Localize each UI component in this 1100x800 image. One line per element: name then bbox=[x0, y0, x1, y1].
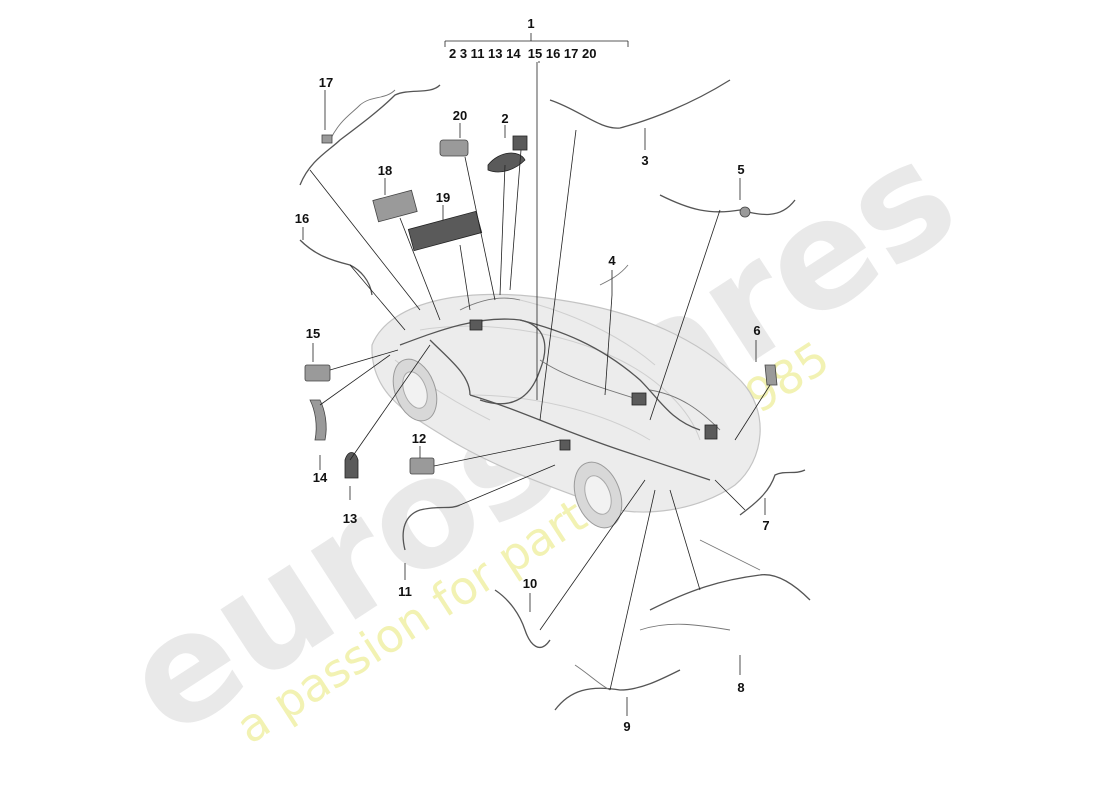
callout-1: 1 bbox=[527, 16, 534, 31]
callout-19: 19 bbox=[436, 190, 450, 205]
callout-9: 9 bbox=[623, 719, 630, 734]
callout-3: 3 bbox=[641, 153, 648, 168]
part-16-harness bbox=[299, 239, 373, 296]
callout-numbers: 2 3 4 5 6 7 8 9 10 11 12 13 14 15 16 17 … bbox=[295, 75, 770, 734]
callout-10: 10 bbox=[523, 576, 537, 591]
group-sub-numbers: 2 3 11 13 14 15 16 17 20 bbox=[449, 46, 596, 61]
part-11-harness bbox=[402, 504, 461, 551]
group-header-1: 1 2 3 11 13 14 15 16 17 20 bbox=[444, 16, 629, 400]
callout-12: 12 bbox=[412, 431, 426, 446]
callout-18: 18 bbox=[378, 163, 392, 178]
part-9-harness bbox=[554, 669, 681, 711]
part-17-harness bbox=[299, 84, 441, 186]
callout-15: 15 bbox=[306, 326, 320, 341]
callout-7: 7 bbox=[762, 518, 769, 533]
leader-lines bbox=[302, 90, 771, 716]
callout-5: 5 bbox=[737, 162, 744, 177]
car-body bbox=[371, 293, 761, 529]
part-7-harness bbox=[739, 469, 806, 516]
callout-6: 6 bbox=[753, 323, 760, 338]
callout-4: 4 bbox=[608, 253, 616, 268]
part-2-tube bbox=[487, 152, 526, 173]
callout-2: 2 bbox=[501, 111, 508, 126]
part-5-harness bbox=[659, 194, 796, 216]
part-19-module bbox=[407, 210, 483, 252]
part-10-harness bbox=[494, 589, 551, 649]
callout-17: 17 bbox=[319, 75, 333, 90]
part-3-harness bbox=[549, 79, 731, 129]
part-15-box bbox=[304, 364, 331, 382]
in-car-harness bbox=[399, 297, 721, 481]
callout-16: 16 bbox=[295, 211, 309, 226]
callout-14: 14 bbox=[313, 470, 328, 485]
part-18-module bbox=[372, 189, 418, 223]
part-8-harness bbox=[649, 574, 811, 611]
part-6-part bbox=[764, 364, 778, 386]
callout-11: 11 bbox=[398, 584, 412, 599]
part-14-part bbox=[309, 399, 327, 441]
part-20-connector bbox=[439, 139, 469, 157]
callout-13: 13 bbox=[343, 511, 357, 526]
components bbox=[299, 79, 811, 711]
callout-20: 20 bbox=[453, 108, 467, 123]
callout-8: 8 bbox=[737, 680, 744, 695]
part-12-part bbox=[409, 457, 435, 475]
part-4-wire bbox=[599, 264, 629, 286]
part-13-part bbox=[344, 452, 359, 479]
